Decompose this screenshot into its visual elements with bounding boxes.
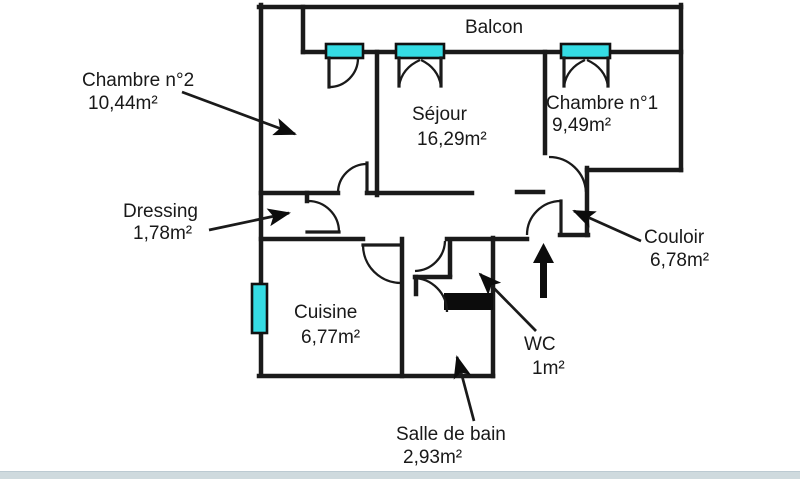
label-salle-de-bain: Salle de bain — [396, 424, 506, 445]
leader-couloir — [572, 209, 642, 243]
page-bottom-bar — [0, 471, 800, 479]
french-door-chambre-1 — [562, 56, 610, 88]
area-sejour: 16,29m² — [417, 129, 487, 150]
door-swings — [305, 56, 610, 313]
window-chambre-1 — [559, 42, 612, 60]
leader-chambre-2 — [181, 90, 297, 136]
leader-salle-de-bain — [453, 355, 476, 422]
label-wc: WC — [524, 334, 556, 355]
window-sejour — [394, 42, 446, 60]
room-labels: Balcon Chambre n°2 10,44m² Séjour 16,29m… — [82, 17, 709, 468]
leader-wc — [478, 272, 537, 332]
leader-dressing — [208, 208, 291, 232]
leader-arrows — [181, 90, 642, 422]
area-wc: 1m² — [532, 358, 565, 379]
door-chambre-1 — [548, 155, 588, 193]
label-cuisine: Cuisine — [294, 302, 357, 323]
balcony-label: Balcon — [465, 17, 523, 38]
area-chambre-2: 10,44m² — [88, 93, 158, 114]
area-cuisine: 6,77m² — [301, 327, 360, 348]
label-couloir: Couloir — [644, 227, 705, 248]
area-chambre-1: 9,49m² — [552, 115, 611, 136]
label-chambre-1: Chambre n°1 — [546, 93, 658, 114]
french-door-sejour — [397, 56, 443, 88]
door-wc — [414, 240, 447, 273]
balcony-walls — [300, 4, 684, 55]
door-salle-de-bain — [412, 276, 449, 313]
area-couloir: 6,78m² — [650, 250, 709, 271]
area-dressing: 1,78m² — [133, 223, 192, 244]
window-chambre-2 — [324, 42, 365, 60]
wc-door-panel — [444, 293, 493, 310]
label-sejour: Séjour — [412, 104, 468, 125]
label-chambre-2: Chambre n°2 — [82, 70, 194, 91]
label-dressing: Dressing — [123, 201, 198, 222]
window-cuisine — [250, 282, 269, 335]
area-salle-de-bain: 2,93m² — [403, 447, 462, 468]
interior-walls — [258, 49, 548, 379]
entrance-arrow-icon — [533, 243, 554, 298]
windows — [250, 42, 612, 335]
